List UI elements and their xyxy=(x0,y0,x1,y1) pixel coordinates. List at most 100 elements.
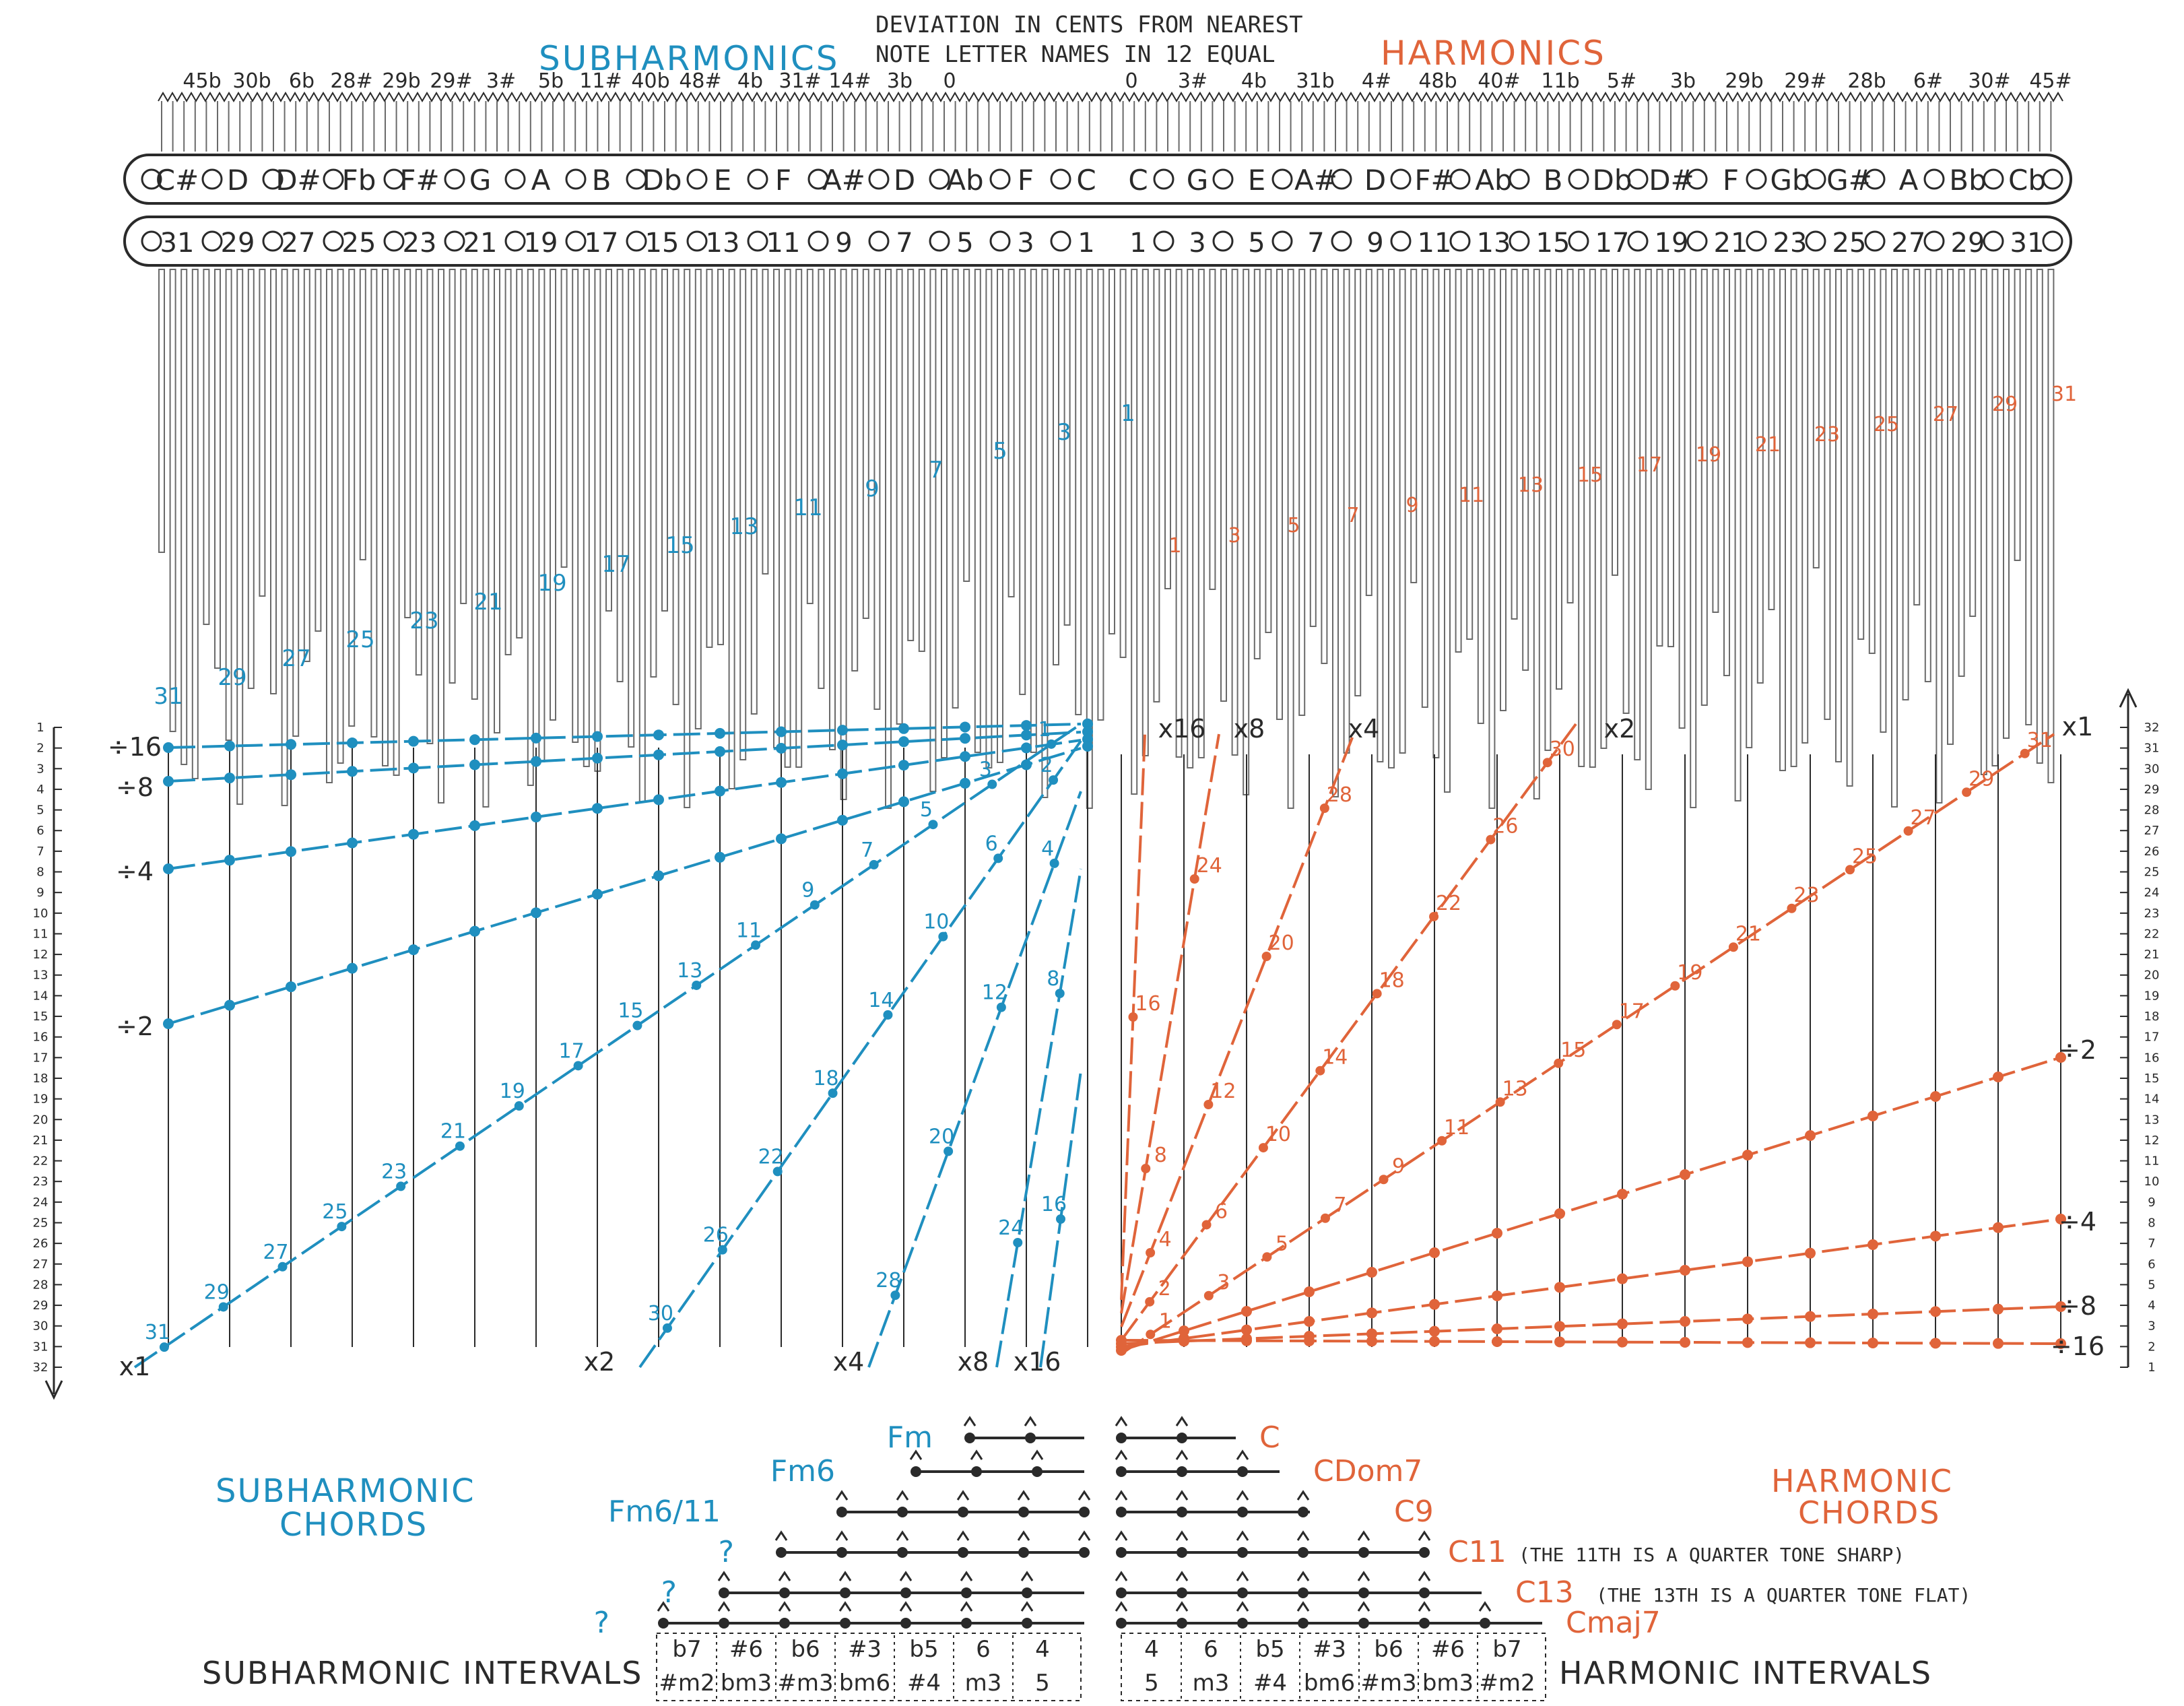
top-multiplier: x16 xyxy=(1158,714,1206,744)
rod-lower xyxy=(2003,269,2010,739)
left-divisor-marker: ÷8 xyxy=(116,773,154,802)
harm-point xyxy=(1429,911,1439,921)
sub-point-label: 30 xyxy=(648,1302,673,1325)
scale-number: 23 xyxy=(2144,907,2160,921)
scale-number: 21 xyxy=(33,1134,48,1148)
harm-series-line xyxy=(1120,723,1577,1342)
sub-divisor-line xyxy=(168,723,1082,749)
cents-label: 5# xyxy=(1607,69,1636,93)
up-arrow-icon xyxy=(909,1449,923,1460)
string-hole-icon xyxy=(1509,230,1530,252)
rod-lower xyxy=(270,269,277,694)
subharmonic-chord-name: Fm xyxy=(887,1420,933,1455)
scale-number: 9 xyxy=(2148,1195,2155,1210)
rod-lower xyxy=(985,269,993,768)
scale-number: 8 xyxy=(36,865,44,880)
harm-point xyxy=(1320,1213,1330,1223)
sub-divisor-point xyxy=(653,870,664,882)
rod-lower xyxy=(393,269,400,776)
harm-divisor-point xyxy=(1993,1338,2004,1349)
string-hole-icon xyxy=(1331,168,1352,190)
sub-point xyxy=(751,940,761,950)
chord-tone-dot xyxy=(1298,1547,1309,1558)
note-letter: Gb xyxy=(1770,164,1810,197)
chord-tone-dot xyxy=(1177,1587,1187,1598)
note-letter: Db xyxy=(1592,164,1632,197)
sub-point xyxy=(1055,989,1065,998)
bottom-multiplier: x8 xyxy=(958,1347,989,1377)
string-hole-icon xyxy=(1568,230,1589,252)
sub-point xyxy=(573,1061,583,1071)
sub-rod-label: 15 xyxy=(665,532,694,559)
harm-divisor-point xyxy=(1429,1325,1440,1337)
up-arrow-icon xyxy=(778,1601,791,1612)
harm-point-label: 29 xyxy=(1968,767,1994,791)
string-hole-icon xyxy=(1390,168,1412,190)
up-arrow-icon xyxy=(956,1490,970,1501)
sub-point xyxy=(717,1245,727,1255)
scale-number: 30 xyxy=(33,1319,48,1334)
string-hole-icon xyxy=(989,168,1011,190)
sub-divisor-point xyxy=(531,732,541,744)
rod-lower xyxy=(1197,269,1205,758)
harm-point-label: 13 xyxy=(1502,1077,1528,1101)
up-arrow-icon xyxy=(657,1601,670,1612)
chord-tone-dot xyxy=(1116,1433,1127,1443)
harm-divisor-point xyxy=(1492,1323,1502,1334)
harm-rod-label: 3 xyxy=(1228,524,1240,548)
rod-lower xyxy=(1399,269,1406,754)
rod-lower xyxy=(896,269,903,725)
scale-number: 29 xyxy=(33,1299,48,1313)
harm-interval-bottom: #m3 xyxy=(1360,1670,1416,1697)
harm-divisor-point xyxy=(1867,1309,1878,1319)
up-arrow-icon xyxy=(1236,1490,1249,1501)
rod-lower xyxy=(203,269,210,625)
string-hole-icon xyxy=(868,168,890,190)
rod-lower xyxy=(382,269,389,766)
string-hole-icon xyxy=(1050,168,1071,190)
sub-divisor-point xyxy=(224,773,235,784)
right-divisor-marker: x1 xyxy=(2062,712,2094,742)
up-arrow-icon xyxy=(1115,1530,1128,1541)
sub-divisor-point xyxy=(715,746,725,757)
rod-lower xyxy=(326,269,333,783)
up-arrow-icon xyxy=(1078,1530,1091,1541)
chord-tone-dot xyxy=(1237,1507,1248,1517)
rod-lower xyxy=(1980,269,1987,775)
rod-lower xyxy=(1053,269,1059,665)
sub-divisor-point xyxy=(1082,718,1093,729)
rod-lower xyxy=(214,269,221,669)
harm-divisor-point xyxy=(1680,1316,1690,1327)
note-letter: A# xyxy=(822,164,865,197)
sub-interval-bottom: #4 xyxy=(907,1670,941,1697)
harm-divisor-point xyxy=(1304,1286,1315,1297)
harm-rod-label: 1 xyxy=(1168,534,1181,558)
up-arrow-icon xyxy=(1296,1490,1310,1501)
harm-divisor-point xyxy=(1492,1228,1502,1239)
harm-interval-top: b5 xyxy=(1255,1636,1284,1663)
cents-label: 29# xyxy=(1784,69,1826,93)
harmonic-number: 17 xyxy=(1595,228,1630,259)
harm-divisor-point xyxy=(2055,1214,2066,1224)
sub-point-label: 23 xyxy=(381,1160,407,1183)
scale-number: 2 xyxy=(36,742,44,756)
cents-label: 3b xyxy=(1670,69,1696,93)
up-arrow-icon xyxy=(774,1530,788,1541)
string-hole-icon xyxy=(262,168,284,190)
string-hole-icon xyxy=(1864,168,1886,190)
sub-divisor-point xyxy=(776,833,787,845)
sub-interval-bottom: #m3 xyxy=(777,1670,833,1697)
chord-tone-dot xyxy=(1237,1466,1248,1477)
note-letter: Cb xyxy=(2008,164,2046,197)
harm-point xyxy=(1261,952,1271,961)
rod-lower xyxy=(471,269,478,700)
up-arrow-icon xyxy=(1175,1490,1189,1501)
rod-lower xyxy=(1712,269,1719,613)
sub-point xyxy=(772,1167,783,1177)
string-hole-icon xyxy=(1449,230,1471,252)
note-letter: Bb xyxy=(1949,164,1986,197)
sub-rod-label: 17 xyxy=(601,551,630,578)
sub-series-line xyxy=(638,740,1082,1369)
subharmonic-chord-name: ? xyxy=(719,1535,734,1569)
sub-divisor-line xyxy=(168,747,1082,1025)
